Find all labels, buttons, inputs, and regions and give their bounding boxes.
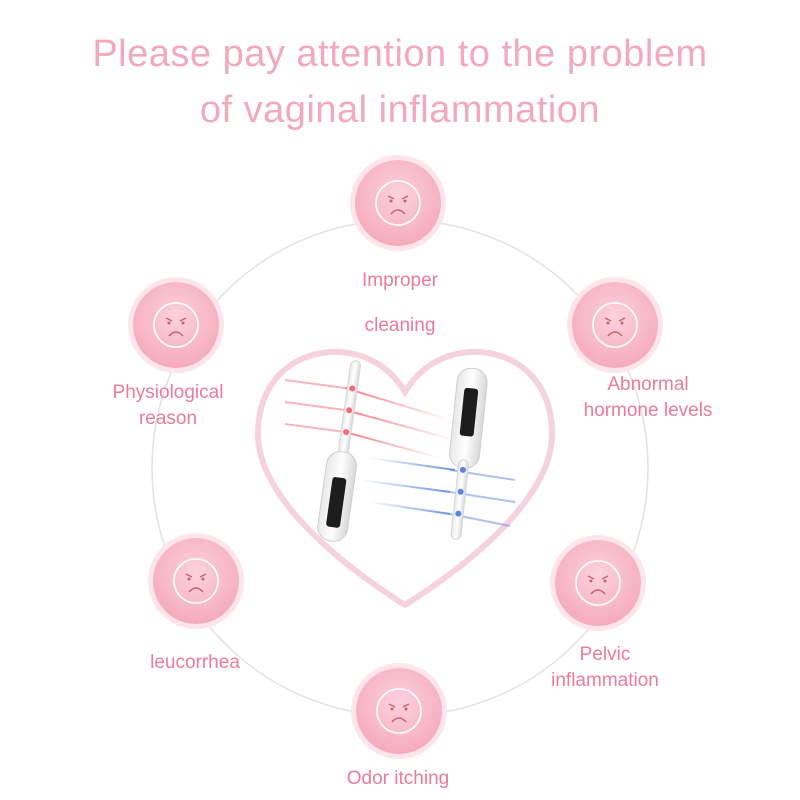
cause-bubble-improper-cleaning — [355, 160, 441, 246]
cause-bubble-pelvic-inflammation — [555, 540, 641, 626]
cause-bubble-leucorrhea — [153, 538, 239, 624]
title-line-1: Please pay attention to the problem — [92, 33, 708, 75]
title-line-2: of vaginal inflammation — [199, 89, 601, 131]
blue-light-rays — [359, 457, 516, 527]
red-light-device — [317, 360, 361, 542]
sad-face-icon — [153, 302, 199, 348]
sad-face-icon — [592, 302, 638, 348]
cause-label-odor-itching: Odor itching — [346, 768, 450, 789]
cause-label-physiological-reason: Physiological reason — [112, 382, 224, 429]
blue-light-device — [449, 367, 488, 541]
cause-label-improper-cleaning: Improper cleaning — [361, 270, 439, 336]
red-light-rays — [284, 379, 456, 459]
sad-face-icon — [575, 560, 621, 606]
sad-face-icon — [173, 558, 219, 604]
sad-face-icon — [376, 688, 422, 734]
cause-bubble-physiological-reason — [133, 282, 219, 368]
cause-bubble-odor-itching — [356, 668, 442, 754]
device-illustration — [260, 340, 540, 605]
cause-label-pelvic-inflammation: Pelvic inflammation — [551, 644, 659, 691]
sad-face-icon — [375, 180, 421, 226]
cause-bubble-abnormal-hormone-levels — [572, 282, 658, 368]
cause-label-abnormal-hormone-levels: Abnormal hormone levels — [583, 374, 713, 421]
page-title: Please pay attention to the problem of v… — [0, 26, 800, 138]
cause-label-leucorrhea: leucorrhea — [150, 652, 240, 673]
